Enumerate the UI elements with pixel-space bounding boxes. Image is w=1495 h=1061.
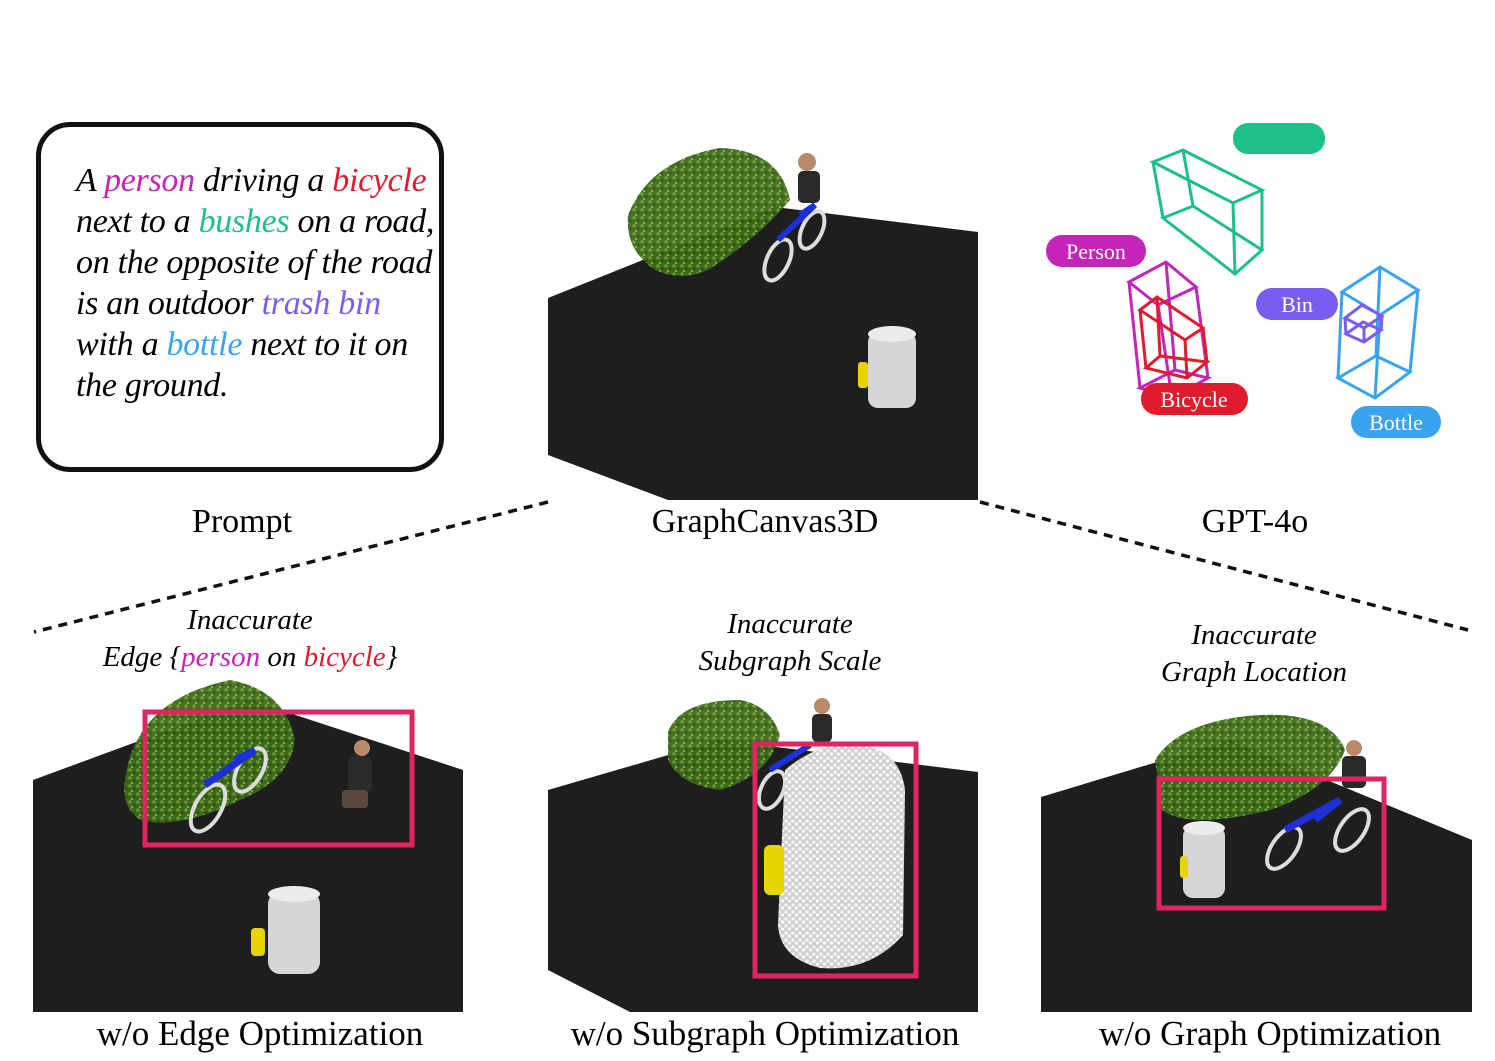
- bin-label: Bin: [1256, 288, 1338, 320]
- person-figure: [798, 153, 820, 203]
- caption-graph: w/o Graph Optimization: [1098, 1014, 1442, 1053]
- caption-graphcanvas: GraphCanvas3D: [651, 503, 879, 540]
- bicycle-label-text: Bicycle: [1160, 387, 1227, 412]
- bicycle-label: Bicycle: [1141, 383, 1248, 415]
- person-box: [1126, 260, 1213, 400]
- caption-edge: w/o Edge Optimization: [96, 1014, 424, 1053]
- note-edge-line1: Inaccurate: [187, 604, 313, 636]
- prompt-box: [36, 122, 444, 472]
- note-edge-suffix: }: [385, 641, 398, 673]
- note-graph-line1: Inaccurate: [1191, 619, 1317, 651]
- bottle-figure: [858, 362, 868, 388]
- edge-bin: [268, 886, 320, 974]
- graph-bicycle: [1265, 796, 1371, 871]
- note-subgraph-line1: Inaccurate: [727, 608, 853, 640]
- prompt-segment: next to a: [76, 203, 199, 240]
- graph-highlight: [1156, 776, 1387, 911]
- prompt-segment: driving a: [194, 162, 333, 199]
- bicycle-box: [1137, 295, 1211, 380]
- subgraph-bush: [668, 700, 780, 790]
- note-edge-bicycle: bicycle: [303, 641, 386, 673]
- note-edge-on: on: [260, 641, 304, 673]
- prompt-text: A person driving a bicycle next to a bus…: [76, 160, 446, 406]
- edge-scene: [33, 680, 463, 1012]
- caption-prompt: Prompt: [191, 503, 293, 540]
- bin-box: [1342, 303, 1385, 344]
- prompt-segment: person: [104, 162, 195, 199]
- bicycle-figure: [762, 202, 827, 283]
- subgraph-bicycle: [756, 742, 812, 811]
- graph-scene: [1041, 714, 1472, 1012]
- subgraph-bottle: [764, 845, 784, 895]
- bushes-label-pill: [1233, 123, 1325, 154]
- edge-bicycle: [188, 746, 268, 834]
- note-edge-line2: Edge {person on bicycle}: [60, 639, 440, 676]
- prompt-segment: on a road, on the opposite of the road i…: [76, 203, 435, 322]
- dashed-connector-right: [979, 500, 1469, 632]
- subgraph-bin: [778, 744, 905, 969]
- bottle-label: Bottle: [1351, 406, 1441, 438]
- prompt-segment: bushes: [198, 203, 290, 240]
- note-graph: Inaccurate Graph Location: [1064, 617, 1444, 691]
- prompt-segment: bicycle: [332, 162, 427, 199]
- bush-cloud: [627, 148, 790, 276]
- caption-gpt4o: GPT-4o: [1201, 503, 1309, 540]
- note-subgraph: Inaccurate Subgraph Scale: [600, 606, 980, 680]
- note-edge-person: person: [181, 641, 261, 673]
- subgraph-person: [812, 698, 832, 742]
- person-label: Person: [1046, 235, 1146, 267]
- prompt-segment: with a: [76, 326, 167, 363]
- note-edge-prefix: Edge {: [102, 641, 182, 673]
- prompt-segment: A: [76, 162, 105, 199]
- person-label-text: Person: [1066, 239, 1126, 264]
- graph-bush: [1155, 714, 1345, 820]
- graph-bottle: [1180, 856, 1188, 878]
- caption-subgraph: w/o Subgraph Optimization: [570, 1014, 960, 1053]
- bin-label-text: Bin: [1281, 292, 1313, 317]
- edge-highlight: [142, 709, 415, 848]
- subgraph-scene: [548, 698, 978, 1012]
- subgraph-highlight: [752, 741, 919, 979]
- note-edge: Inaccurate Edge {person on bicycle}: [60, 602, 440, 676]
- note-subgraph-line2: Subgraph Scale: [698, 645, 882, 677]
- bushes-box: [1149, 148, 1266, 276]
- prompt-segment: bottle: [166, 326, 243, 363]
- dashed-connector-left: [33, 500, 549, 634]
- bottle-label-text: Bottle: [1369, 410, 1423, 435]
- edge-bottle: [251, 928, 265, 956]
- graph-bin: [1183, 821, 1225, 898]
- ground-plane: [548, 207, 978, 500]
- note-graph-line2: Graph Location: [1160, 656, 1348, 688]
- trash-bin-figure: [868, 326, 916, 408]
- prompt-segment: trash bin: [261, 285, 381, 322]
- edge-person: [342, 740, 372, 808]
- gpt4o-layout: Person Bin Bicycle Bottle: [1046, 123, 1441, 438]
- prompt-segment: next to it on the ground.: [76, 326, 408, 404]
- graphcanvas-scene: [548, 148, 978, 500]
